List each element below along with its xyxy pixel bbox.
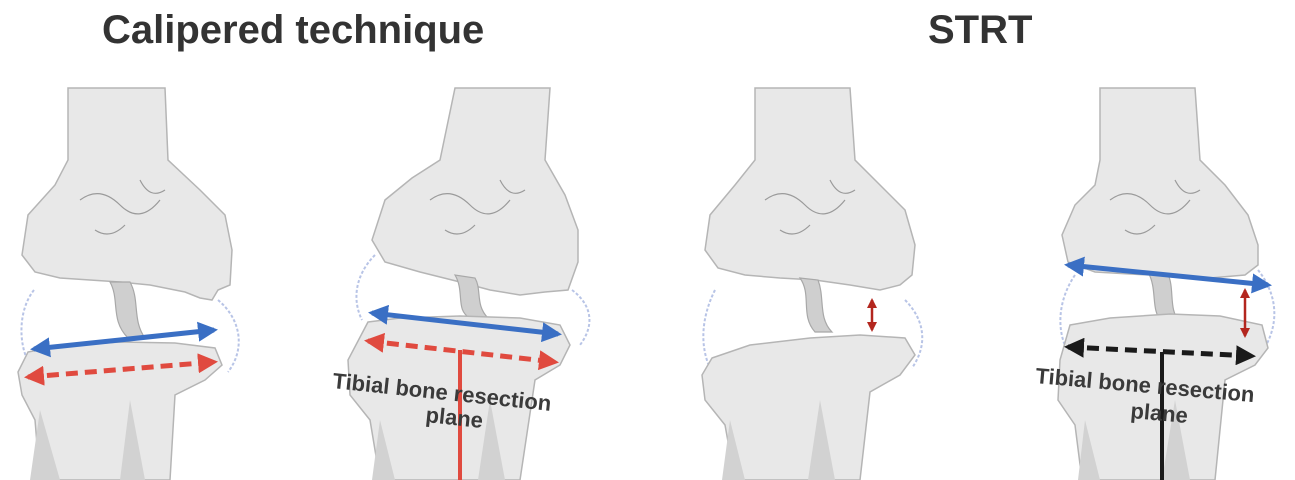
panel-calipered-after: Tibial bone resection plane	[331, 88, 589, 480]
panel-strt-after: Tibial bone resection plane	[1035, 88, 1275, 480]
cruciate-ligament	[110, 282, 145, 338]
tibia	[18, 342, 222, 480]
meniscus-lateral	[356, 255, 375, 320]
cruciate-ligament	[800, 278, 832, 332]
femur	[705, 88, 915, 290]
tibia	[702, 335, 915, 480]
resection-label-line2: plane	[1130, 398, 1189, 428]
panel-calipered-before	[18, 88, 239, 480]
femur	[372, 88, 578, 295]
panel-strt-before	[702, 88, 922, 480]
meniscus-medial	[572, 290, 589, 345]
femur	[22, 88, 232, 300]
femur	[1062, 88, 1258, 278]
